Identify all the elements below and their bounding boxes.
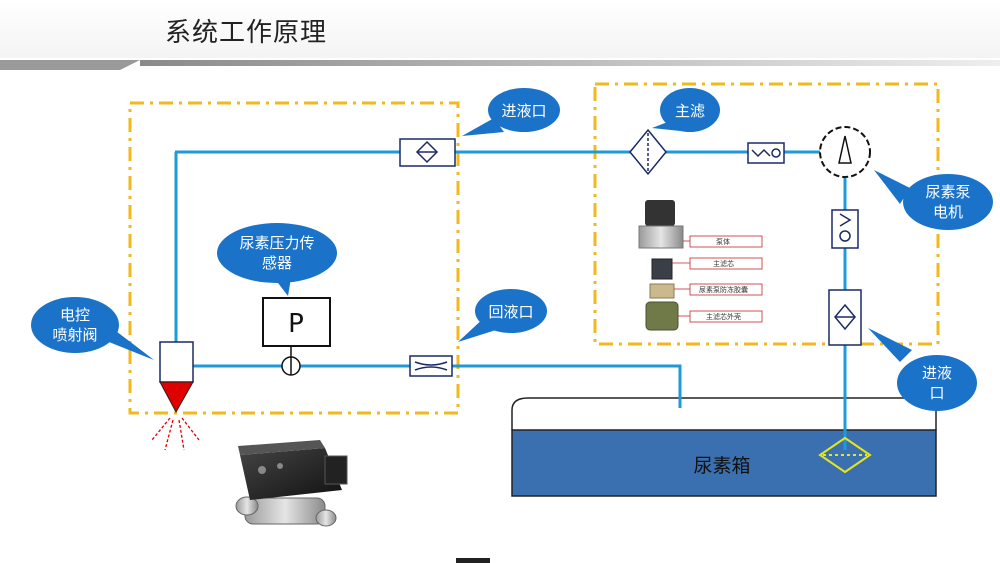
header-bar bbox=[0, 0, 1000, 58]
check-valve-vertical bbox=[831, 209, 859, 249]
callout-pressure-sensor-text-2: 感器 bbox=[262, 254, 292, 272]
filter-tag-box-2 bbox=[689, 283, 763, 296]
tank-label: 尿素箱 bbox=[693, 455, 750, 477]
callout-injector-text-1: 电控 bbox=[60, 306, 90, 324]
callout-pump-motor: 尿素泵 电机 bbox=[874, 170, 993, 230]
header-strip bbox=[140, 60, 1000, 66]
filter-tag-3: 主滤芯外壳 bbox=[706, 312, 741, 321]
callout-main-filter-text: 主滤 bbox=[675, 102, 705, 120]
filter-tag-2: 尿素泵防冻胶囊 bbox=[699, 285, 748, 294]
page-title: 系统工作原理 bbox=[165, 18, 328, 48]
callout-inlet-right-text-1: 进液 bbox=[922, 364, 952, 382]
main-filter-symbol bbox=[629, 128, 667, 176]
inlet-left-connector bbox=[399, 138, 456, 167]
callout-inlet-left-text: 进液口 bbox=[501, 102, 546, 120]
pressure-sensor-symbol: P bbox=[262, 297, 331, 376]
pressure-sensor-p: P bbox=[288, 309, 304, 339]
callout-pump-motor-text-2: 电机 bbox=[933, 203, 963, 221]
filter-tag-box-0 bbox=[689, 235, 763, 248]
inlet-right-connector bbox=[828, 289, 862, 346]
callout-pressure-sensor-text-1: 尿素压力传 bbox=[239, 234, 314, 252]
pump-symbol bbox=[819, 126, 871, 178]
callout-return-port: 回液口 bbox=[458, 289, 547, 342]
callout-pump-motor-text-1: 尿素泵 bbox=[925, 183, 970, 201]
tank-outline bbox=[511, 397, 937, 430]
callout-inlet-right: 进液 口 bbox=[868, 328, 977, 411]
filter-tag-0: 泵体 bbox=[716, 237, 730, 246]
injector-symbol bbox=[151, 341, 200, 451]
filter-tag-box-3 bbox=[689, 310, 763, 323]
filter-exploded-illustration: 泵体 主滤芯 尿素泵防冻胶囊 主滤芯外壳 bbox=[638, 200, 763, 331]
bottom-marker bbox=[456, 558, 490, 563]
filter-tag-box-1 bbox=[689, 257, 763, 270]
tank-suction-filter bbox=[818, 436, 872, 474]
check-valve-top bbox=[747, 142, 785, 164]
callout-injector-text-2: 喷射阀 bbox=[52, 326, 97, 344]
pump-unit-illustration bbox=[235, 440, 348, 527]
filter-tag-1: 主滤芯 bbox=[713, 259, 734, 268]
callout-return-port-text: 回液口 bbox=[488, 303, 533, 321]
return-throttle bbox=[409, 355, 453, 377]
callout-inlet-right-text-2: 口 bbox=[929, 384, 944, 402]
callout-inlet-left: 进液口 bbox=[462, 88, 560, 136]
callout-pressure-sensor: 尿素压力传 感器 bbox=[217, 223, 337, 296]
tank bbox=[511, 429, 937, 497]
callout-injector: 电控 喷射阀 bbox=[31, 297, 154, 360]
callout-main-filter: 主滤 bbox=[652, 88, 720, 132]
pipe-return bbox=[175, 364, 682, 408]
header-underline bbox=[0, 60, 140, 70]
